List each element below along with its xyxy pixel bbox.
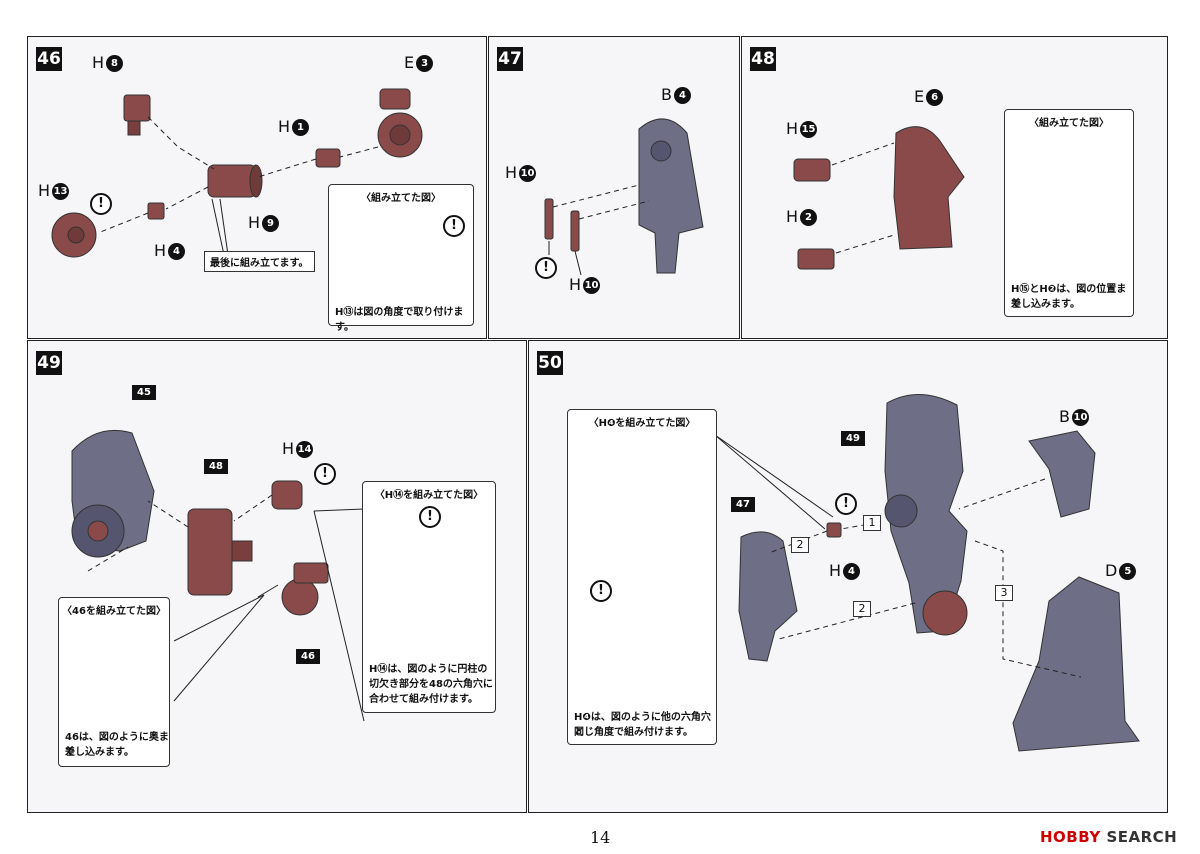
arrow-step-3: 3 — [995, 585, 1013, 601]
step-46-panel: 46 — [27, 36, 487, 339]
part-h8 — [123, 94, 151, 136]
inset-title: 〈H❹を組み立てた図〉 — [588, 418, 696, 429]
ref-tag-49: 49 — [841, 431, 865, 446]
step-47-drawing — [544, 118, 704, 276]
step-number: 47 — [497, 47, 523, 71]
part-48 — [187, 508, 253, 596]
watermark-rest: SEARCH — [1106, 828, 1178, 846]
caution-icon: ! — [419, 506, 441, 528]
caution-icon: ! — [835, 493, 857, 515]
step-number: 50 — [537, 351, 563, 375]
step-number: 46 — [36, 47, 62, 71]
inset-b-title: 〈46を組み立てた図〉 — [62, 606, 166, 617]
arrow-step-1: 1 — [863, 515, 881, 531]
inset-note: H⑬は図の角度で取り付けます。 — [335, 307, 464, 333]
page-number: 14 — [590, 828, 611, 847]
inset-a-title: 〈H⑭を組み立てた図〉 — [374, 490, 484, 501]
watermark-brand: HOBBY — [1040, 828, 1101, 846]
inset-box: 〈組み立てた図〉 ! H⑬は図の角度で取り付けます。 — [328, 184, 474, 333]
part-b4 — [638, 118, 704, 274]
inset-b-note-2: 差し込みます。 — [65, 747, 134, 758]
caution-icon: ! — [90, 193, 112, 215]
part-h9 — [207, 164, 263, 198]
inset-a-box: 〈H⑭を組み立てた図〉 ! H⑭は、図のように円柱の 切欠き部分を48の六角穴に… — [362, 481, 496, 713]
inset-note-1: H⑮とH❷は、図の位置まで — [1011, 284, 1127, 310]
inset-note-2: 同じ角度で組み付けます。 — [574, 727, 693, 738]
caution-icon: ! — [443, 215, 465, 237]
step-number: 48 — [750, 47, 776, 71]
arrow-step-2a: 2 — [791, 537, 809, 553]
inset-b-note-1: 46は、図のように奥まで — [65, 732, 169, 758]
caution-icon: ! — [590, 580, 612, 602]
watermark: HOBBY SEARCH — [1040, 828, 1177, 846]
inset-title: 〈組み立てた図〉 — [361, 193, 441, 204]
caution-icon: ! — [535, 257, 557, 279]
part-46 — [281, 562, 329, 616]
part-e6 — [893, 126, 965, 250]
inset-b-box: 〈46を組み立てた図〉 46は、図のように奥まで 差し込みます。 — [58, 597, 170, 767]
caution-icon: ! — [314, 463, 336, 485]
inset-box: 〈組み立てた図〉 H⑮とH❷は、図の位置まで 差し込みます。 — [1004, 109, 1134, 317]
ref-tag-48: 48 — [204, 459, 228, 474]
callout-last-assembly: 最後に組み立てます。 — [204, 251, 315, 272]
inset-note-2: 差し込みます。 — [1011, 299, 1080, 310]
part-45 — [71, 429, 155, 558]
inset-box: 〈H❹を組み立てた図〉 ! H❹は、図のように他の六角穴と 同じ角度で組み付けま… — [567, 409, 717, 745]
part-e3 — [377, 88, 423, 158]
ref-tag-46: 46 — [296, 649, 320, 664]
inset-title: 〈組み立てた図〉 — [1029, 118, 1109, 129]
inset-a-note-3: 合わせて組み付けます。 — [369, 694, 478, 705]
inset-a-note-1: H⑭は、図のように円柱の — [369, 664, 488, 675]
arrow-step-2b: 2 — [853, 601, 871, 617]
inset-a-note-2: 切欠き部分を48の六角穴に — [369, 679, 493, 690]
ref-tag-45: 45 — [132, 385, 156, 400]
step-number: 49 — [36, 351, 62, 375]
ref-tag-47: 47 — [731, 497, 755, 512]
inset-note-1: H❹は、図のように他の六角穴と — [574, 712, 711, 738]
